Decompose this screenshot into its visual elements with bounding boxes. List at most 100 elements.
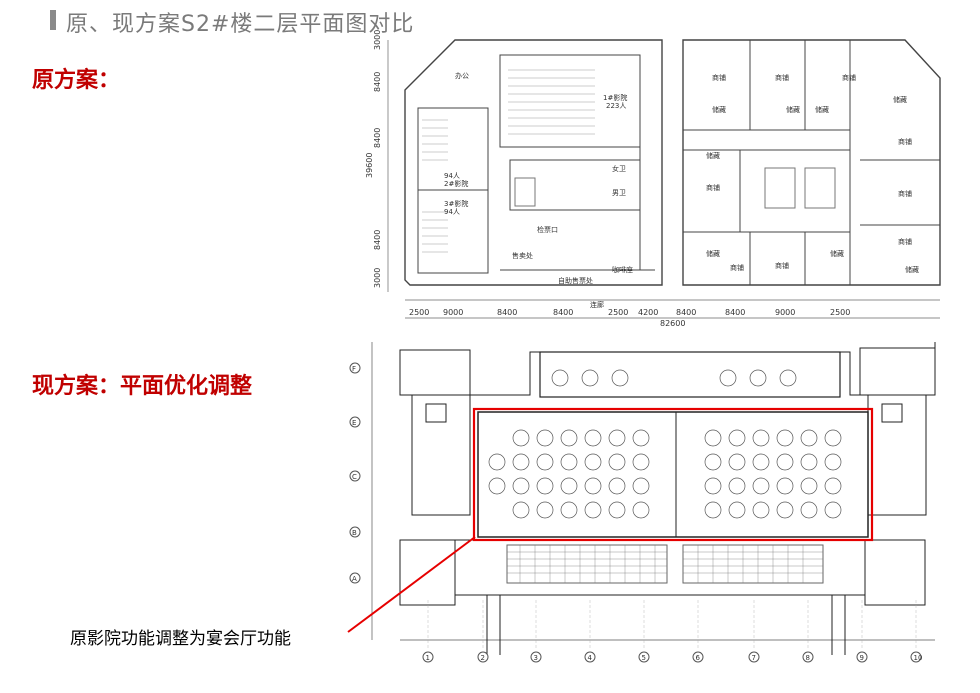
round-table	[632, 501, 650, 519]
room-shop-2: 商铺	[775, 73, 789, 82]
current-scheme-label: 现方案：平面优化调整	[32, 374, 253, 399]
dim-v-1: 3000	[373, 30, 382, 50]
room-shop-6: 商铺	[898, 189, 912, 198]
room-hall2: 2#影院	[444, 179, 468, 188]
round-table	[536, 477, 554, 495]
grid-axis-label: 4	[588, 654, 593, 662]
round-table	[719, 369, 737, 387]
grid-axis-bubble	[349, 362, 361, 374]
banquet-highlight-box	[472, 407, 874, 542]
room-office: 办公	[455, 71, 469, 80]
room-shop-5: 商铺	[706, 183, 720, 192]
round-table	[611, 369, 629, 387]
grid-axis-label: 8	[806, 654, 810, 662]
grid-axis-label: 6	[696, 654, 701, 662]
round-table	[776, 477, 794, 495]
round-table	[752, 501, 770, 519]
round-table	[512, 429, 530, 447]
dim-v-5: 3000	[373, 268, 382, 288]
grid-axis-bubble	[856, 651, 868, 663]
grid-axis-bubble	[422, 651, 434, 663]
original-floor-plan	[387, 39, 941, 319]
round-table	[728, 477, 746, 495]
round-table	[728, 453, 746, 471]
round-table	[749, 369, 767, 387]
grid-axis-bubble	[530, 651, 542, 663]
round-table	[779, 369, 797, 387]
dim-h-total: 82600	[660, 319, 685, 328]
grid-axis-bubble	[349, 572, 361, 584]
round-table	[704, 501, 722, 519]
room-shop-8: 商铺	[775, 261, 789, 270]
function-change-note: 原影院功能调整为宴会厅功能	[70, 629, 291, 649]
dim-h-9: 9000	[775, 308, 795, 317]
room-storage-8: 储藏	[905, 265, 919, 274]
grid-axis-label: F	[352, 365, 356, 373]
grid-axis-bubble	[477, 651, 489, 663]
grid-axis-bubble	[584, 651, 596, 663]
grid-axis-label: E	[352, 419, 356, 427]
banquet-tables	[488, 429, 842, 519]
room-hall1: 1#影院	[603, 93, 627, 102]
grid-axis-label: 2	[481, 654, 485, 662]
dim-h-7: 8400	[676, 308, 696, 317]
page-title: 原、现方案S2#楼二层平面图对比	[66, 12, 415, 37]
room-storage-4: 储藏	[893, 95, 907, 104]
round-table	[752, 453, 770, 471]
original-plan-room-labels: 办公 1#影院 223人 94人 2#影院 3#影院 94人 女卫 男卫 检票口…	[444, 71, 919, 309]
round-table	[608, 429, 626, 447]
room-corridor: 连廊	[590, 300, 604, 309]
round-table	[512, 477, 530, 495]
room-sales: 售卖处	[512, 251, 533, 260]
dim-h-3: 8400	[497, 308, 517, 317]
room-ticket-gate: 检票口	[537, 225, 558, 234]
grid-axis-label: C	[352, 473, 357, 481]
dim-h-8: 8400	[725, 308, 745, 317]
round-table	[824, 429, 842, 447]
round-table	[581, 369, 599, 387]
round-table	[800, 429, 818, 447]
room-hall2-seats: 94人	[444, 172, 460, 180]
round-table	[560, 429, 578, 447]
room-shop-4: 商铺	[898, 137, 912, 146]
room-storage-6: 储藏	[706, 249, 720, 258]
room-storage-1: 储藏	[712, 105, 726, 114]
grid-axis-bubble	[349, 416, 361, 428]
round-table	[560, 501, 578, 519]
round-table	[824, 453, 842, 471]
round-table	[800, 477, 818, 495]
room-storage-3: 储藏	[815, 105, 829, 114]
room-male-wc: 男卫	[612, 189, 626, 197]
current-floor-plan	[371, 342, 936, 655]
room-shop-9: 商铺	[898, 237, 912, 246]
round-table	[704, 429, 722, 447]
round-table	[488, 453, 506, 471]
grid-axis-label: 9	[860, 654, 864, 662]
round-table	[512, 501, 530, 519]
room-storage-7: 储藏	[830, 249, 844, 258]
round-table	[824, 477, 842, 495]
round-table	[584, 453, 602, 471]
room-hall3: 3#影院	[444, 199, 468, 208]
round-table	[800, 501, 818, 519]
grid-axis-bubble	[349, 526, 361, 538]
top-room-tables	[551, 369, 797, 387]
room-shop-3: 商铺	[842, 73, 856, 82]
round-table	[728, 501, 746, 519]
round-table	[551, 369, 569, 387]
grid-axis-bubble	[692, 651, 704, 663]
title-accent-bar	[50, 10, 56, 30]
dim-v-2: 8400	[373, 72, 382, 92]
room-hall3-seats: 94人	[444, 208, 460, 216]
dim-v-total: 39600	[365, 153, 374, 178]
round-table	[632, 477, 650, 495]
room-shop-7: 商铺	[730, 263, 744, 272]
round-table	[584, 501, 602, 519]
original-scheme-label: 原方案：	[32, 68, 121, 93]
round-table	[752, 477, 770, 495]
annotation-pointer-line	[347, 536, 476, 633]
grid-axis-bubble	[910, 651, 922, 663]
grid-axis-label: 10	[914, 654, 923, 662]
room-female-wc: 女卫	[612, 164, 626, 173]
